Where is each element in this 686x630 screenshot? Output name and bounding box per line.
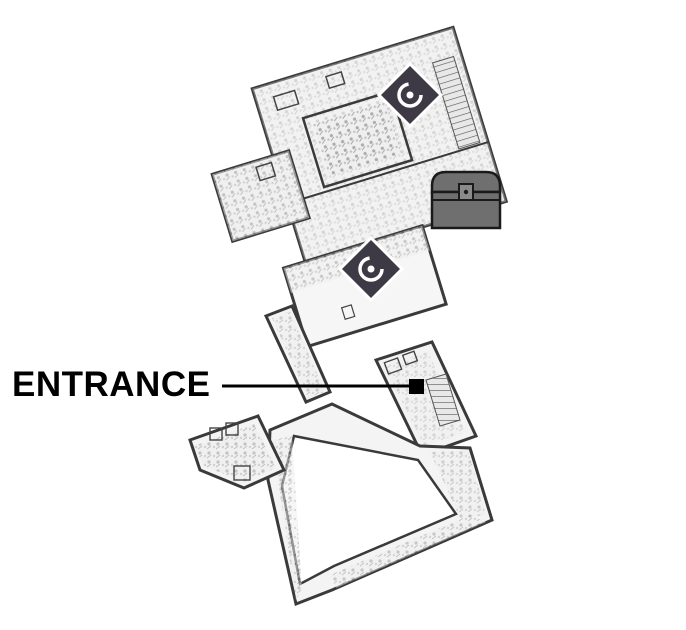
entrance-label: ENTRANCE <box>12 365 211 404</box>
lower-courtyard <box>266 402 494 607</box>
connecting-corridor <box>263 304 332 404</box>
objective-diamond-icon[interactable] <box>337 235 405 303</box>
west-rooms <box>188 414 287 490</box>
entrance-pointer <box>222 379 424 394</box>
treasure-chest-icon[interactable] <box>430 170 502 230</box>
entrance-room <box>373 340 479 457</box>
objective-diamond-icon[interactable] <box>376 61 444 129</box>
